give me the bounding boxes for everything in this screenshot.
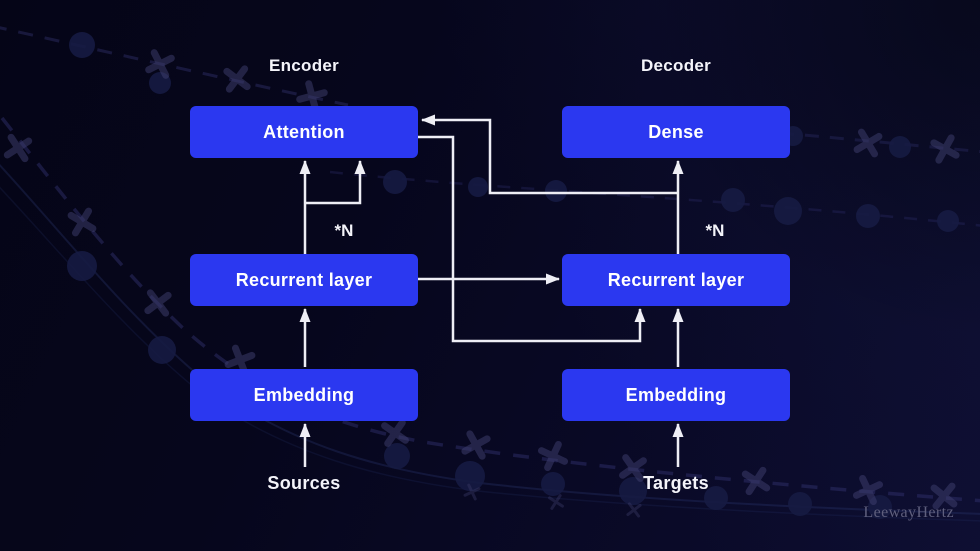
node-label: Recurrent layer [235,269,373,290]
decor-solid-curves [0,163,980,522]
watermark-logo: LeewayHertz [863,504,954,521]
decoder-embedding-node: Embedding [562,369,790,421]
targets-input-label: Targets [643,473,709,493]
node-label: Embedding [625,384,727,405]
decor-node-circles [67,32,959,519]
node-label: Recurrent layer [607,269,745,290]
node-label: Attention [263,121,345,142]
decoder-repeat-label: *N [705,221,725,240]
decoder-recurrent-layer-node: Recurrent layer [562,254,790,306]
arrow-encoder-recurrent-to-attention-branch [305,160,366,205]
encoder-recurrent-layer-node: Recurrent layer [190,254,418,306]
node-label: Dense [648,121,704,142]
encoder-attention-node: Attention [190,106,418,158]
encoder-section-label: Encoder [268,56,340,75]
decoder-section-label: Decoder [640,56,712,75]
encoder-repeat-label: *N [334,221,354,240]
decoder-dense-node: Dense [562,106,790,158]
arrow-attention-to-decoder-recurrent [418,135,646,343]
node-label: Embedding [253,384,355,405]
arrow-decoder-recurrent-to-attention [421,114,678,195]
encoder-embedding-node: Embedding [190,369,418,421]
sources-input-label: Sources [267,473,341,493]
